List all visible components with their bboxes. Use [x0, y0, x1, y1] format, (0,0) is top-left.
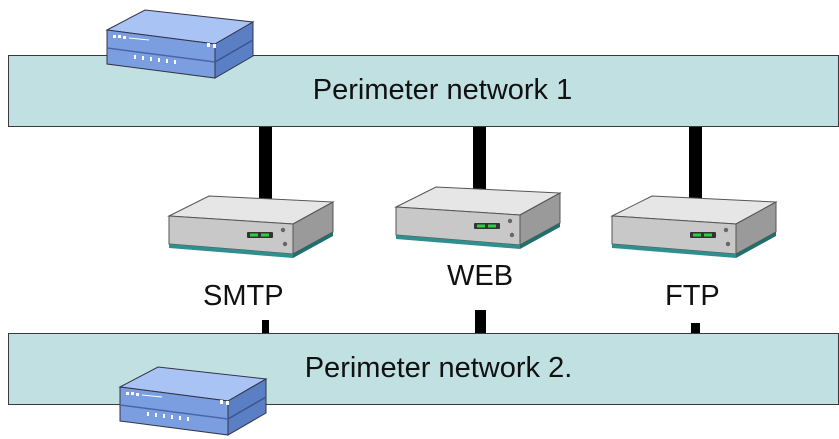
- server-icon: [394, 186, 562, 249]
- link-ftp-lower: [691, 323, 700, 333]
- link-smtp-lower: [262, 320, 269, 333]
- router-icon: [105, 9, 255, 79]
- smtp-server-label: SMTP: [203, 280, 284, 312]
- link-web-upper: [473, 127, 486, 205]
- server-icon: [610, 195, 778, 258]
- ftp-server-label: FTP: [665, 280, 720, 312]
- router-icon: [118, 366, 268, 436]
- link-ftp-upper: [689, 127, 702, 213]
- network-1-label: Perimeter network 1: [312, 74, 573, 106]
- server-icon: [167, 195, 335, 258]
- link-web-lower: [475, 310, 486, 333]
- link-smtp-upper: [259, 127, 272, 213]
- web-server-label: WEB: [447, 260, 514, 292]
- network-2-label: Perimeter network 2.: [304, 352, 573, 384]
